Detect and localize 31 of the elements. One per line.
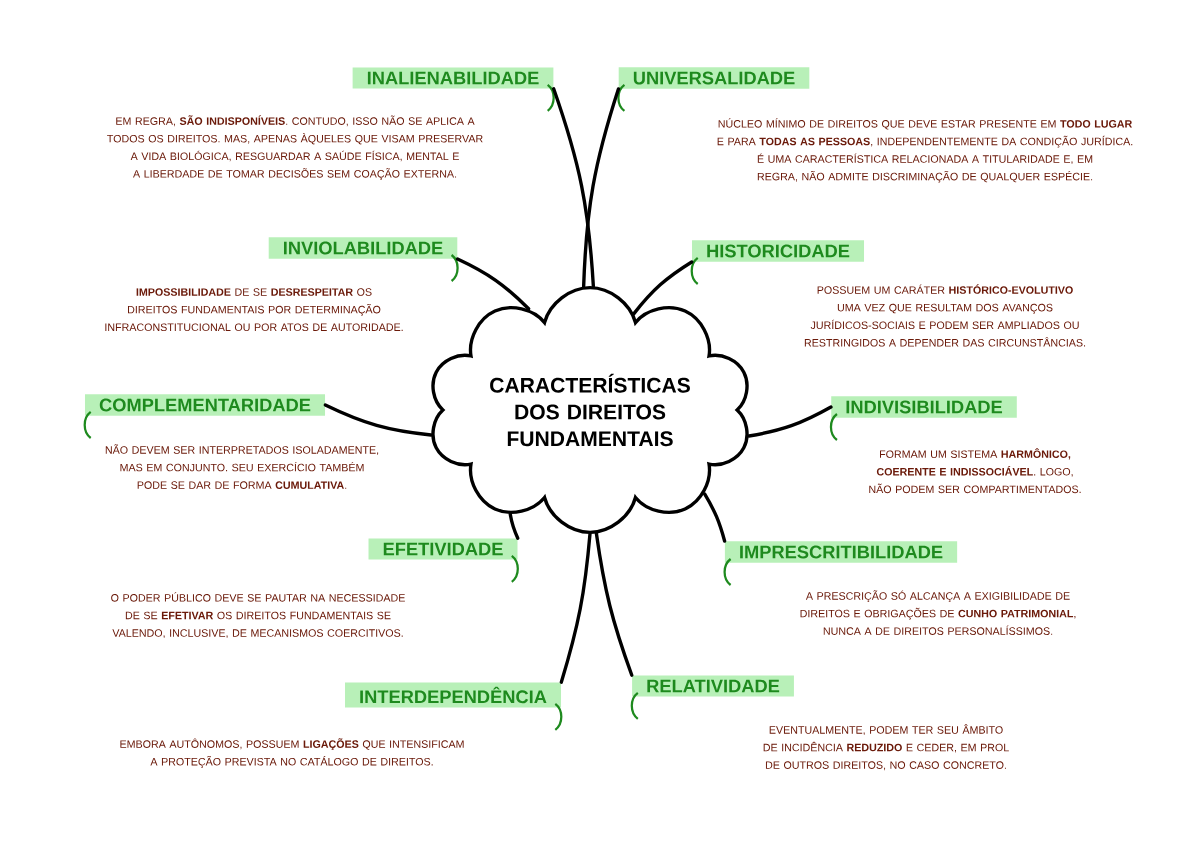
heading-band: INALIENABILIDADE xyxy=(352,67,554,89)
description-text: NÃO DEVEM SER INTERPRETADOS ISOLADAMENTE, MAS EM CONJUNTO. SEU EXERCÍCIO TAMBÉM PODE SE DAR DE FORMA CUMULATIVA. xyxy=(105,444,379,489)
description-text: A PRESCRIÇÃO SÓ ALCANÇA A EXIGIBILIDADE DE DIREITOS E OBRIGAÇÕES DE CUNHO PATRIMONIAL, NUNCA A DE DIREITOS PERSONALÍSSIMOS. xyxy=(800,590,1076,635)
description-text: EMBORA AUTÔNOMOS, POSSUEM LIGAÇÕES QUE INTENSIFICAM A PROTEÇÃO PREVISTA NO CATÁLOGO DE DIREITOS. xyxy=(120,738,464,768)
branch-line xyxy=(552,87,596,288)
branch-line xyxy=(594,531,634,677)
branch-line xyxy=(632,260,694,316)
description-text: O PODER PÚBLICO DEVE SE PAUTAR NA NECESSIDADE DE SE EFETIVAR OS DIREITOS FUNDAMENTAIS SE VALENDO, INCLUSIVE, DE MECANISMOS COERCITIVOS. xyxy=(111,592,405,639)
heading-band: UNIVERSALIDADE xyxy=(618,67,810,89)
description-text: FORMAM UM SISTEMA HARMÔNICO, COERENTE E INDISSOCIÁVEL. LOGO, NÃO PODEM SER COMPARTIMENTADOS. xyxy=(869,448,1081,494)
description-text: NÚCLEO MÍNIMO DE DIREITOS QUE DEVE ESTAR PRESENTE EM TODO LUGAR E PARA TODAS AS PESSOAS, INDEPENDENTEMENTE DA CONDIÇÃO JURÍDICA. xyxy=(717,118,1133,148)
heading-band: RELATIVIDADE xyxy=(632,675,794,697)
heading-band: COMPLEMENTARIDADE xyxy=(85,394,326,416)
branch-line xyxy=(508,512,520,540)
branch-line xyxy=(747,405,833,438)
description-text: É UMA CARACTERÍSTICA RELACIONADA A TITULARIDADE E, EM REGRA, NÃO ADMITE DISCRIMINAÇÃO DE QUALQUER ESPÉCIE. xyxy=(757,153,1093,183)
branch-line xyxy=(559,532,592,684)
branch-line xyxy=(455,257,531,311)
heading-band: HISTORICIDADE xyxy=(692,240,864,262)
description-text: EM REGRA, SÃO INDISPONÍVEIS. CONTUDO, ISSO NÃO SE APLICA A TODOS OS DIREITOS. MAS, APENAS ÀQUELES QUE VISAM PRESERVAR A VIDA BIOLÓGICA, RESGUARDAR A SAÚDE FÍSICA, MENTAL E A LIBERDADE DE TOMAR DECISÕES SEM COAÇÃO EXTERNA. xyxy=(107,115,483,180)
branch-line xyxy=(581,87,621,289)
branch-line xyxy=(323,403,433,437)
branch-line xyxy=(702,492,727,543)
heading-band: INDIVISIBILIDADE xyxy=(831,396,1017,418)
heading-band: INVIOLABILIDADE xyxy=(268,237,458,259)
heading-band: INTERDEPENDÊNCIA xyxy=(345,682,562,708)
description-text: POSSUEM UM CARÁTER HISTÓRICO-EVOLUTIVO UMA VEZ QUE RESULTAM DOS AVANÇOS JURÍDICOS-SOCIAIS E PODEM SER AMPLIADOS OU RESTRINGIDOS A DEPENDER DAS CIRCUNSTÂNCIAS. xyxy=(804,284,1086,347)
description-text: IMPOSSIBILIDADE DE SE DESRESPEITAR OS DIREITOS FUNDAMENTAIS POR DETERMINAÇÃO INFRACONSTITUCIONAL OU POR ATOS DE AUTORIDADE. xyxy=(105,288,403,331)
heading-band: EFETIVIDADE xyxy=(368,538,518,560)
description-text: EVENTUALMENTE, PODEM TER SEU ÂMBITO DE INCIDÊNCIA REDUZIDO E CEDER, EM PROL DE OUTROS DIREITOS, NO CASO CONCRETO. xyxy=(763,724,1009,771)
heading-band: IMPRESCRITIBILIDADE xyxy=(724,541,958,563)
